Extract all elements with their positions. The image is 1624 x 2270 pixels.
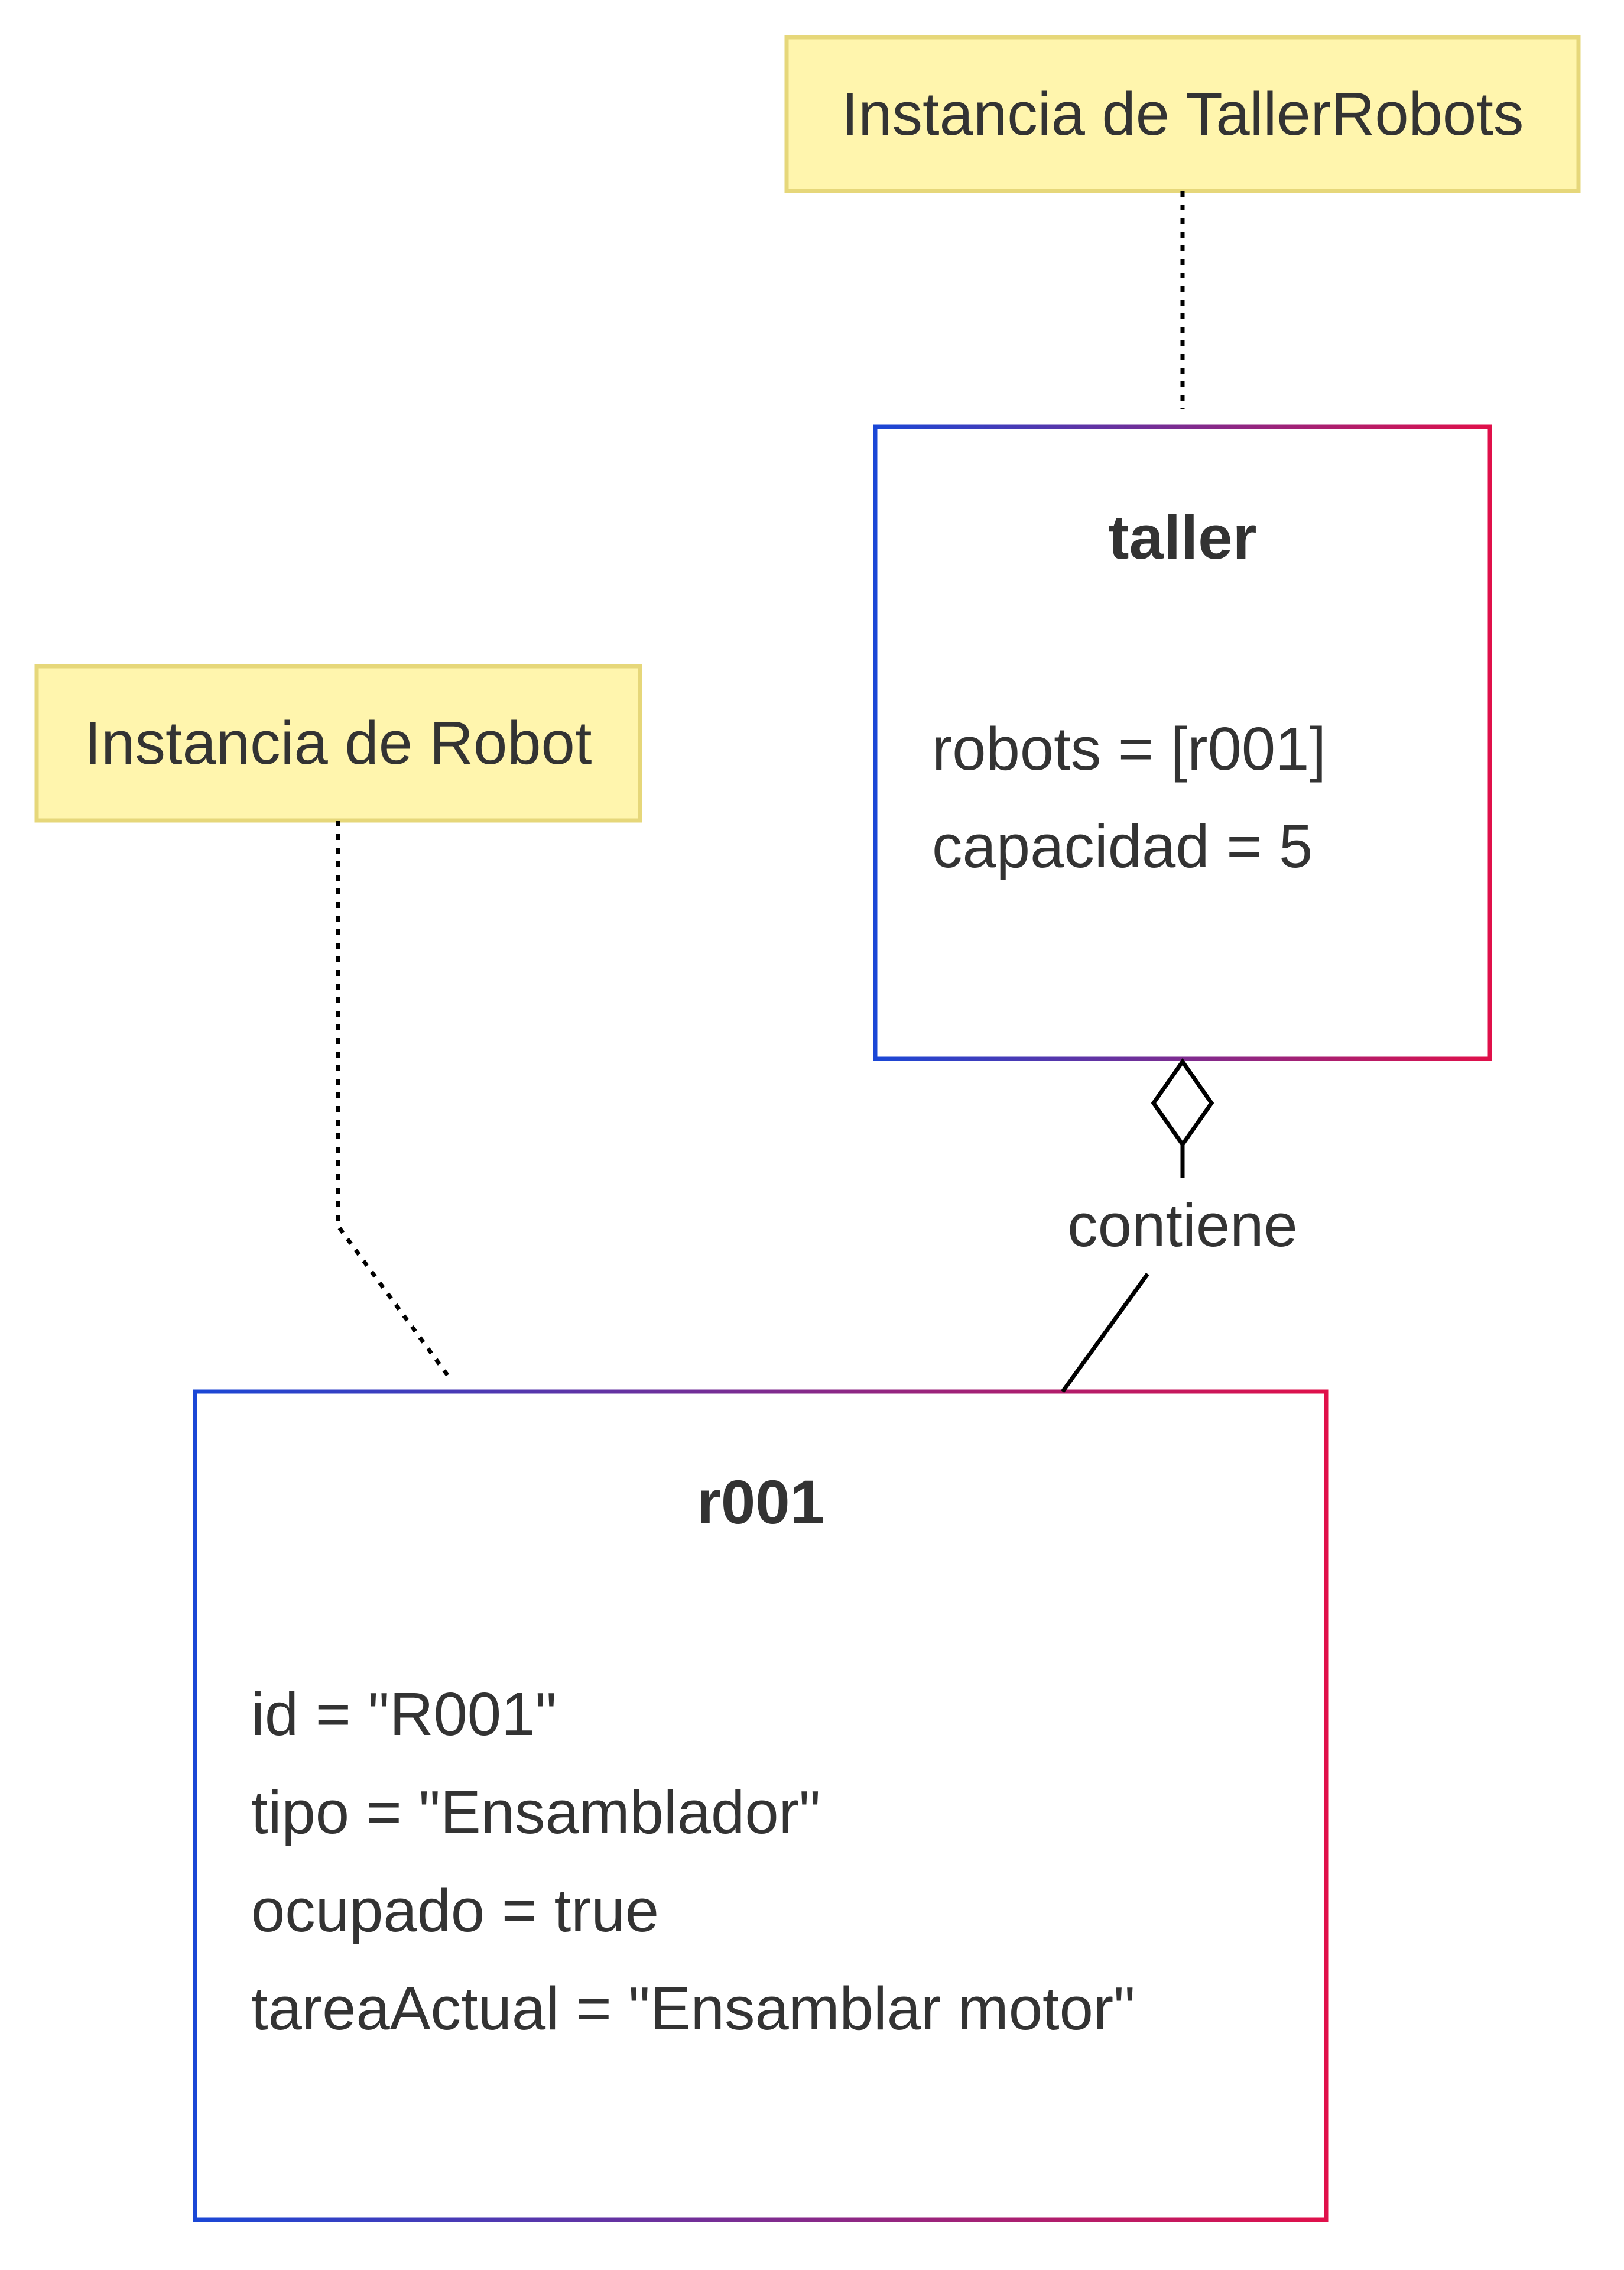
aggregation-diamond [1151,1058,1214,1149]
note-taller-background [784,35,1581,193]
note-robot-background [34,664,642,823]
object-taller-name: taller [1109,503,1257,572]
note-taller-text: Instancia de TallerRobots [842,80,1524,148]
note-robot-connector [336,821,451,1379]
object-taller[interactable]: taller robots = [r001] capacidad = 5 [873,424,1492,1061]
object-r001-attribute: tipo = "Ensamblador" [251,1778,820,1846]
object-r001-attribute: id = "R001" [251,1680,557,1748]
object-r001-attribute: tareaActual = "Ensamblar motor" [251,1974,1135,2042]
object-r001-name: r001 [697,1468,824,1537]
note-robot-text: Instancia de Robot [85,709,592,777]
object-r001-attribute: ocupado = true [251,1876,659,1944]
note-taller-instance[interactable]: Instancia de TallerRobots [784,35,1581,193]
aggregation-label: contiene [1067,1191,1297,1259]
object-r001[interactable]: r001 id = "R001" tipo = "Ensamblador" oc… [193,1389,1329,2222]
object-taller-frame [873,424,1492,1061]
object-r001-frame [193,1389,1329,2222]
object-taller-attribute: robots = [r001] [932,715,1326,783]
aggregation-line-lower [1061,1272,1149,1393]
note-robot-instance[interactable]: Instancia de Robot [34,664,642,823]
aggregation-relation[interactable]: contiene [1061,1058,1298,1393]
object-taller-attribute: capacidad = 5 [932,812,1313,880]
